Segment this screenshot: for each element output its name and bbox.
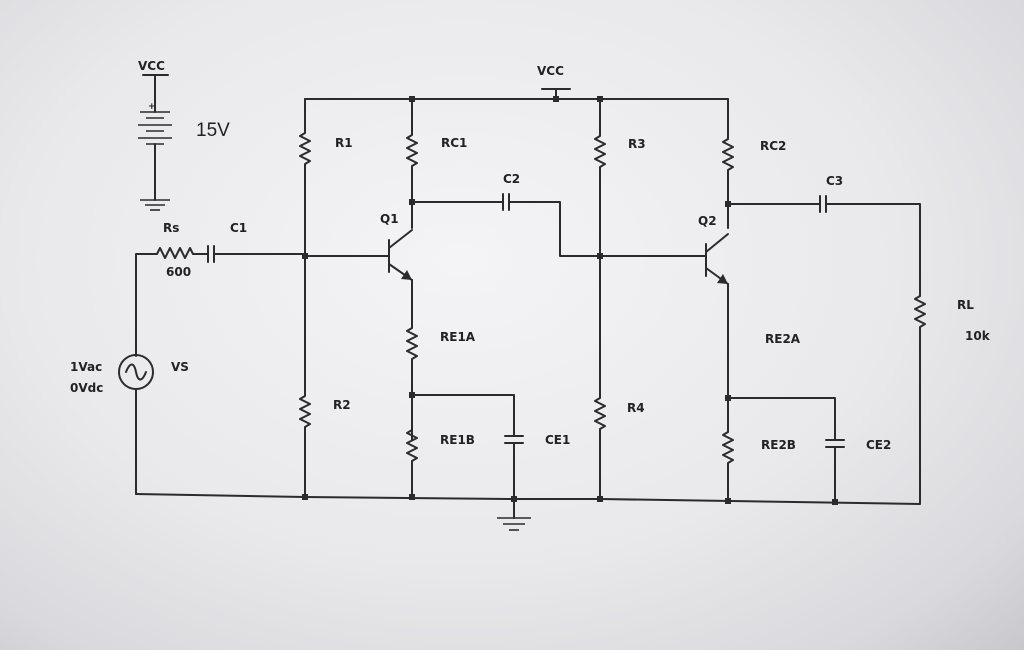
label-r2: R2 (333, 398, 351, 412)
capacitor-c2 (411, 193, 603, 259)
label-c1: C1 (230, 221, 247, 235)
resistor-r4 (594, 255, 606, 500)
resistor-r3 (594, 98, 606, 257)
capacitor-c1 (207, 245, 306, 263)
label-re1b: RE1B (440, 433, 475, 447)
label-c3: C3 (826, 174, 843, 188)
resistor-re2b (722, 431, 734, 502)
label-r4: R4 (627, 401, 645, 415)
vcc-rail (304, 88, 729, 102)
label-vcc-left: VCC (138, 59, 165, 73)
resistor-r1 (299, 98, 311, 255)
label-vs-ac: 1Vac (70, 360, 102, 374)
source-resistor-rs (135, 247, 209, 357)
label-rc1: RC1 (441, 136, 467, 150)
component-labels: VCC VCC 15V R1 RC1 R3 RC2 C2 C3 Rs C1 60… (70, 59, 991, 452)
resistor-re1b (406, 429, 418, 498)
label-q2: Q2 (698, 214, 717, 228)
ground-rail (135, 493, 921, 531)
label-q1: Q1 (380, 212, 399, 226)
capacitor-ce1 (411, 394, 524, 498)
label-rs: Rs (163, 221, 179, 235)
label-ce2: CE2 (866, 438, 891, 452)
resistor-rc2 (722, 98, 734, 229)
resistor-rc1 (406, 98, 418, 229)
resistor-re2a (725, 297, 731, 433)
label-vcc-top: VCC (537, 64, 564, 78)
resistor-re1a (406, 319, 418, 441)
label-c2: C2 (503, 172, 520, 186)
label-r3: R3 (628, 137, 646, 151)
transistor-q1 (302, 229, 413, 321)
label-rl: RL (957, 298, 974, 312)
resistor-r2 (299, 255, 311, 498)
label-vs-dc: 0Vdc (70, 381, 103, 395)
label-supply-voltage: 15V (196, 120, 230, 141)
label-rc2: RC2 (760, 139, 786, 153)
dc-supply: + (138, 74, 172, 211)
capacitor-c3 (725, 195, 921, 297)
label-rl-value: 10k (965, 329, 991, 343)
label-re2a: RE2A (765, 332, 801, 346)
label-r1: R1 (335, 136, 353, 150)
label-re2b: RE2B (761, 438, 796, 452)
label-re1a: RE1A (440, 330, 476, 344)
label-rs-value: 600 (166, 265, 191, 279)
label-ce1: CE1 (545, 433, 570, 447)
svg-text:+: + (148, 102, 156, 112)
label-vs: VS (171, 360, 189, 374)
resistor-rl (914, 295, 926, 504)
transistor-q2 (599, 233, 729, 299)
ac-source-vs (118, 354, 154, 495)
capacitor-ce2 (727, 397, 845, 503)
